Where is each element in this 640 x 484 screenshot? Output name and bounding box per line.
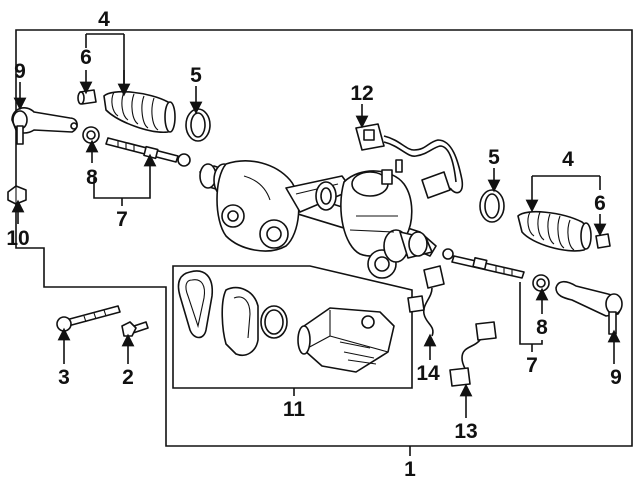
jam-nut-right xyxy=(532,274,550,292)
callout-4-left: 4 xyxy=(98,8,110,31)
callout-6-left: 6 xyxy=(80,46,92,69)
callout-9-left: 9 xyxy=(14,60,26,83)
callout-11: 11 xyxy=(283,398,306,421)
wiring-harness-14 xyxy=(407,265,445,337)
drive-belt xyxy=(177,270,214,339)
mounting-bolt-long xyxy=(56,305,121,332)
callout-10: 10 xyxy=(6,227,29,250)
wiring-harness-13 xyxy=(449,321,497,387)
callout-8-left: 8 xyxy=(86,166,98,189)
outer-tie-rod-end-left xyxy=(11,107,78,145)
callout-1: 1 xyxy=(404,458,416,481)
callout-2: 2 xyxy=(122,366,134,389)
assembly-boundary xyxy=(15,29,633,447)
callout-9-right: 9 xyxy=(610,366,622,389)
callout-13: 13 xyxy=(454,420,477,443)
boot-clamp-ring-right xyxy=(479,189,505,223)
inner-tie-rod-left xyxy=(105,137,191,167)
mounting-bolt-short xyxy=(121,321,149,337)
outer-tie-rod-end-right xyxy=(555,280,623,335)
wiring-harness-12 xyxy=(355,123,464,199)
callout-3: 3 xyxy=(58,366,70,389)
bellows-boot-right xyxy=(517,210,592,252)
callout-5-right: 5 xyxy=(488,146,500,169)
boot-clamp-small-right xyxy=(595,233,611,249)
bellows-boot-left xyxy=(103,90,176,133)
callout-12: 12 xyxy=(350,82,373,105)
callout-5-left: 5 xyxy=(190,64,202,87)
motor-seal-ring xyxy=(260,305,288,339)
assist-motor xyxy=(297,307,395,373)
leader-lines xyxy=(11,33,621,456)
callout-4-right: 4 xyxy=(562,148,574,171)
boot-clamp-small-left xyxy=(77,89,97,105)
callout-7-left: 7 xyxy=(116,208,128,231)
callout-7-right: 7 xyxy=(526,354,538,377)
steering-gear-housing xyxy=(199,159,437,279)
boot-clamp-ring-left xyxy=(185,108,211,142)
motor-kit-box xyxy=(172,265,413,389)
tie-rod-nut-10 xyxy=(7,185,27,205)
callout-14: 14 xyxy=(416,362,440,385)
callout-8-right: 8 xyxy=(536,316,548,339)
jam-nut-left xyxy=(82,126,100,144)
inner-tie-rod-right xyxy=(442,248,525,279)
callout-labels: 4 6 9 5 8 7 10 3 2 12 5 4 6 8 7 9 14 11 … xyxy=(6,8,622,481)
callout-6-right: 6 xyxy=(594,192,606,215)
belt-cover xyxy=(221,286,259,356)
